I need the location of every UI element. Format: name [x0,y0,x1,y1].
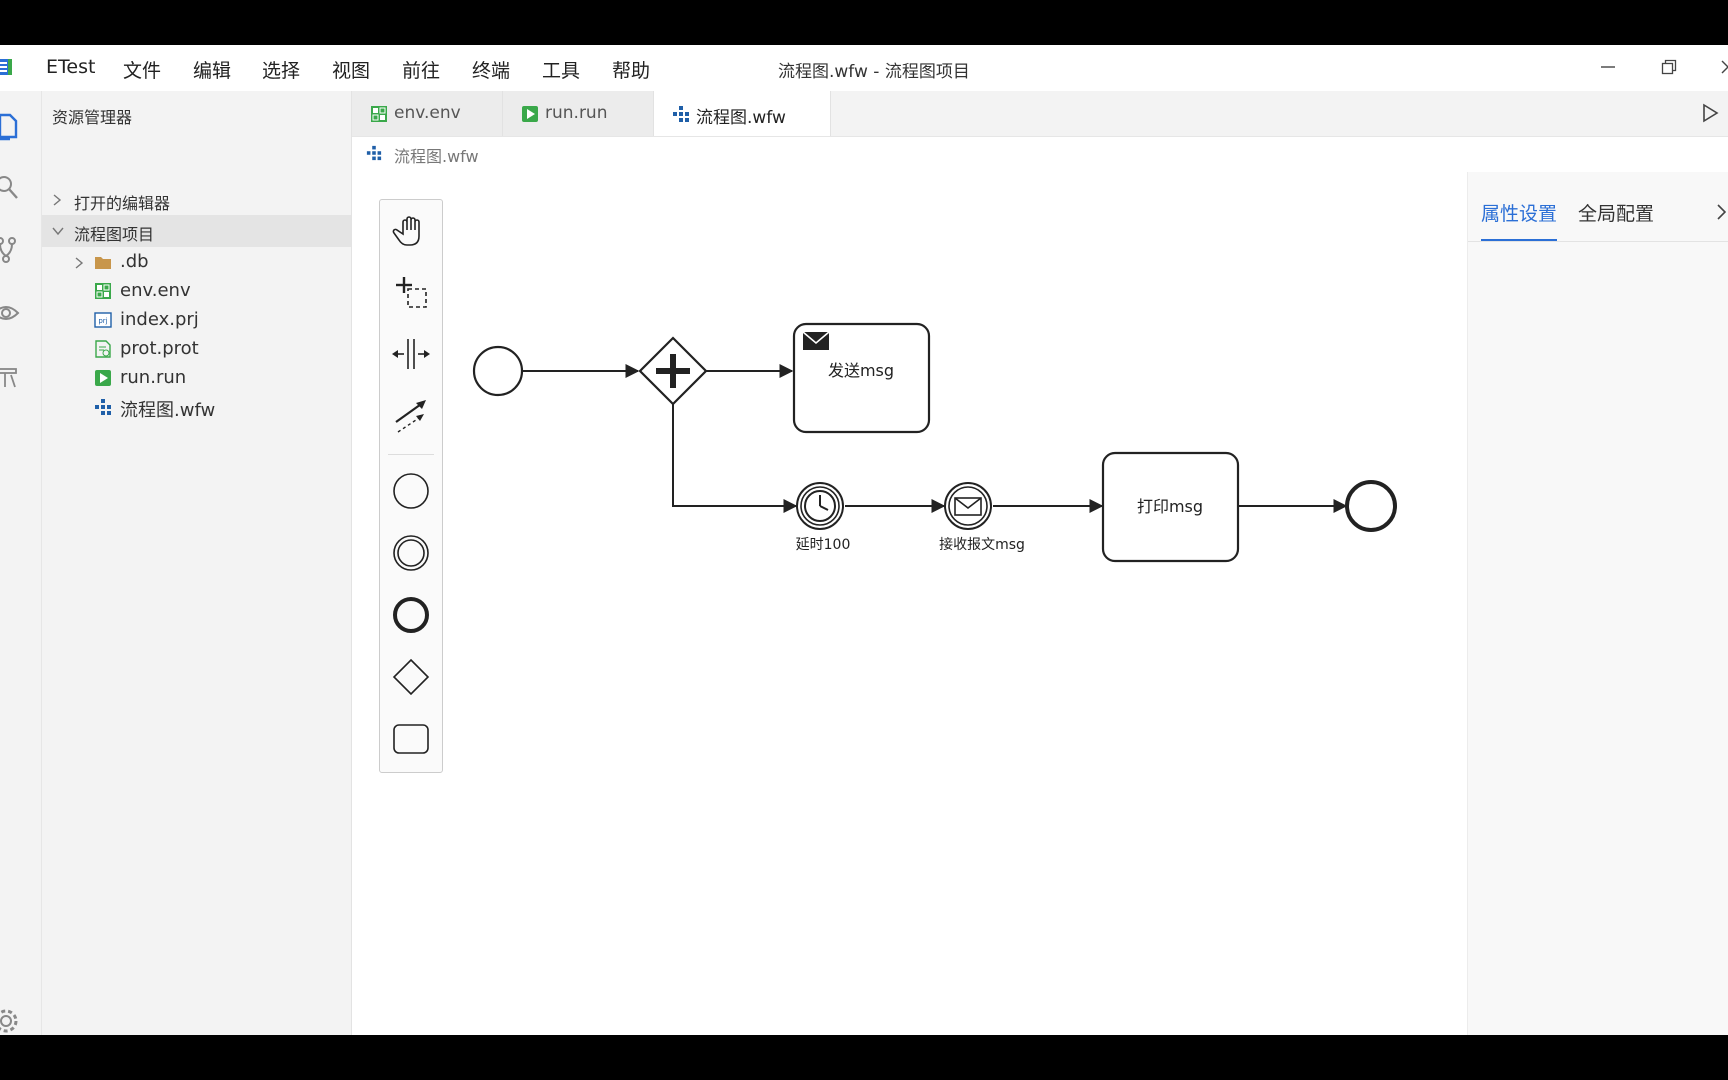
sidebar-title: 资源管理器 [52,108,133,127]
tab-label: run.run [545,103,608,123]
parallel-gateway[interactable] [638,336,708,406]
window-title: 流程图.wfw - 流程图项目 [778,62,970,82]
start-event-tool-icon[interactable] [388,468,434,514]
workflow-diagram[interactable]: 发送msg 延时100 接收报文msg 打印m [352,172,1467,1035]
app-logo-icon [0,59,12,75]
tree-item-prot[interactable]: prot.prot [42,335,351,364]
explorer-icon[interactable] [0,109,22,141]
app-window: ETest 文件 编辑 选择 视图 前往 终端 工具 帮助 流程图.wfw - … [0,45,1728,1035]
menu-tools[interactable]: 工具 [542,60,581,82]
send-task[interactable]: 发送msg [792,322,931,434]
tool-palette [379,199,443,773]
sequence-flow[interactable] [672,404,798,513]
task-label: 打印msg [1137,497,1203,516]
message-intermediate-event[interactable]: 接收报文msg [939,482,1025,553]
menu-terminal[interactable]: 终端 [472,60,511,82]
workflow-file-icon [95,399,111,415]
settings-gear-icon[interactable] [0,1005,22,1035]
app-name[interactable]: ETest [46,56,96,78]
timer-intermediate-event[interactable]: 延时100 [796,482,851,553]
chevron-right-icon [53,194,62,206]
hand-tool-icon[interactable] [388,208,434,254]
file-name: prot.prot [120,338,199,359]
folder-icon [95,257,111,269]
breadcrumb: 流程图.wfw [352,137,1728,171]
workflow-file-icon [366,145,382,161]
lasso-select-tool-icon[interactable] [388,269,434,315]
run-file-icon [95,370,111,386]
library-icon[interactable] [0,361,22,393]
properties-panel: 属性设置 全局配置 [1467,172,1728,1035]
tree-item-prj[interactable]: prj index.prj [42,306,351,335]
event-label: 延时100 [796,537,851,553]
space-tool-icon[interactable] [388,331,434,377]
collapse-chevron-icon[interactable] [1716,203,1726,221]
menu-selection[interactable]: 选择 [262,60,301,82]
svg-text:prj: prj [98,317,107,325]
explorer-sidebar: 资源管理器 打开的编辑器 流程图项目 .db env.env prj index… [42,91,352,1035]
close-window-icon[interactable] [1720,59,1728,75]
menu-help[interactable]: 帮助 [612,60,651,82]
start-event[interactable] [472,345,524,397]
file-name: .db [120,251,149,272]
print-task[interactable]: 打印msg [1101,451,1240,563]
source-control-icon[interactable] [0,233,22,265]
tab-run[interactable]: run.run [503,91,654,136]
title-bar: ETest 文件 编辑 选择 视图 前往 终端 工具 帮助 流程图.wfw - … [0,45,1728,92]
tree-item-workflow[interactable]: 流程图.wfw [42,393,351,422]
gateway-tool-icon[interactable] [388,654,434,700]
run-file-icon [522,106,538,122]
file-name: run.run [120,367,187,388]
menu-go[interactable]: 前往 [402,60,441,82]
tab-global-config[interactable]: 全局配置 [1578,203,1655,225]
tab-workflow[interactable]: 流程图.wfw [654,91,831,136]
menu-file[interactable]: 文件 [123,60,162,82]
menu-view[interactable]: 视图 [332,60,371,82]
connect-tool-icon[interactable] [388,392,434,438]
palette-divider [388,454,434,455]
chevron-right-icon [75,257,84,269]
file-name: 流程图.wfw [120,400,216,421]
tab-property-settings[interactable]: 属性设置 [1481,203,1558,225]
diagram-canvas[interactable]: 发送msg 延时100 接收报文msg 打印m [352,172,1467,1035]
chevron-down-icon [52,227,64,236]
tab-label: env.env [394,103,461,123]
tab-label: 流程图.wfw [696,108,786,128]
task-label: 发送msg [828,361,894,380]
tree-item-env[interactable]: env.env [42,277,351,306]
tree-item-run[interactable]: run.run [42,364,351,393]
minimize-icon[interactable] [1600,61,1616,73]
editor-tab-bar: env.env run.run 流程图.wfw [352,91,1728,137]
end-event-tool-icon[interactable] [388,592,434,638]
active-tab-indicator [1481,239,1557,241]
tree-item-db[interactable]: .db [42,248,351,277]
workflow-file-icon [673,106,689,122]
restore-icon[interactable] [1661,59,1677,75]
intermediate-event-tool-icon[interactable] [388,530,434,576]
menu-edit[interactable]: 编辑 [193,60,232,82]
event-label: 接收报文msg [939,536,1025,553]
prot-file-icon [95,340,111,358]
section-label: 流程图项目 [74,225,155,244]
activity-bar [0,91,42,1035]
breadcrumb-item[interactable]: 流程图.wfw [394,147,479,166]
section-open-editors[interactable]: 打开的编辑器 [42,184,351,216]
tab-env[interactable]: env.env [352,91,503,136]
task-tool-icon[interactable] [388,716,434,762]
search-icon[interactable] [0,171,22,203]
section-label: 打开的编辑器 [74,194,171,213]
file-name: index.prj [120,309,199,330]
env-file-icon [371,106,387,122]
panel-divider [1468,241,1728,242]
section-project[interactable]: 流程图项目 [42,215,351,247]
end-event[interactable] [1345,480,1397,532]
prj-file-icon: prj [94,312,112,328]
eye-icon[interactable] [0,297,22,329]
run-play-icon[interactable] [1700,103,1720,123]
file-name: env.env [120,280,191,301]
env-file-icon [95,283,111,299]
